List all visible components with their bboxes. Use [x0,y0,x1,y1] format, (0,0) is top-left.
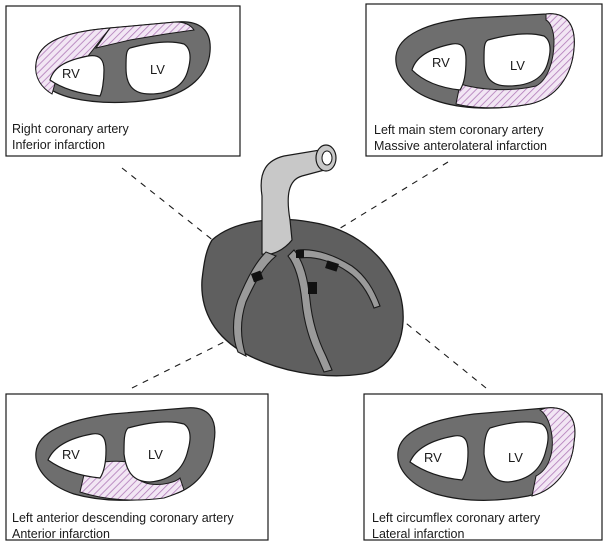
panel-bottom-left: RV LV Left anterior descending coronary … [6,394,268,541]
heart-illustration [202,145,403,376]
infarction-label: Lateral infarction [372,527,464,541]
artery-label: Left anterior descending coronary artery [12,511,234,525]
artery-label: Left main stem coronary artery [374,123,544,137]
panel-top-left: RV LV Right coronary artery Inferior inf… [6,6,240,156]
rv-label: RV [62,66,80,81]
aorta-lumen [322,151,332,165]
lv-label: LV [510,58,525,73]
infarction-label: Inferior infarction [12,138,105,152]
lv-label: LV [150,62,165,77]
occlusion-lad [308,282,317,294]
panel-bottom-right: RV LV Left circumflex coronary artery La… [364,394,602,541]
lv-label: LV [508,450,523,465]
lv-label: LV [148,447,163,462]
rv-label: RV [62,447,80,462]
artery-label: Left circumflex coronary artery [372,511,541,525]
rv-label: RV [424,450,442,465]
panel-top-right: RV LV Left main stem coronary artery Mas… [366,4,602,156]
infarction-label: Massive anterolateral infarction [374,139,547,153]
rv-label: RV [432,55,450,70]
artery-label: Right coronary artery [12,122,129,136]
occlusion-left-main [296,250,304,258]
infarction-label: Anterior infarction [12,527,110,541]
